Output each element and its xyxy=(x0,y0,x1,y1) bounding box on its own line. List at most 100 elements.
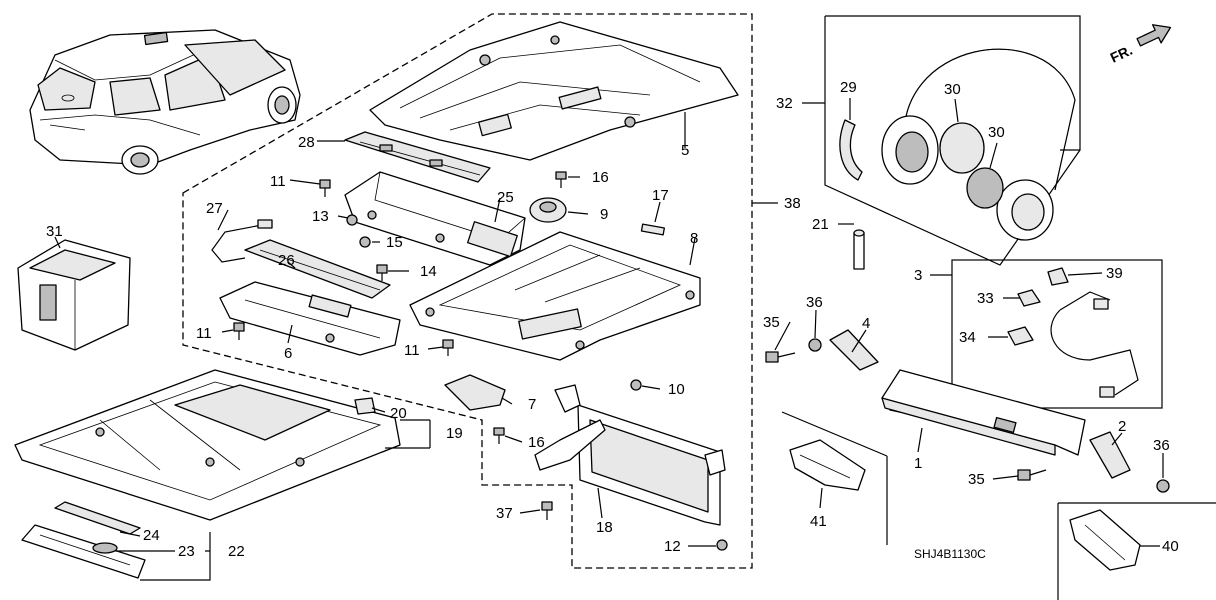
part-27-harness xyxy=(211,219,273,263)
callout-20: 20 xyxy=(390,405,407,422)
callout-3: 3 xyxy=(914,267,922,284)
callout-27: 27 xyxy=(206,200,223,217)
callout-5: 5 xyxy=(681,142,689,159)
callout-19: 19 xyxy=(446,425,463,442)
callout-10: 10 xyxy=(668,381,685,398)
callout-31: 31 xyxy=(46,223,63,240)
part-22-lamp xyxy=(21,524,146,579)
bolt-10 xyxy=(630,379,642,391)
callout-40: 40 xyxy=(1162,538,1179,555)
front-direction-arrow: FR. xyxy=(1108,24,1172,66)
bolt-37 xyxy=(541,501,553,520)
callout-9: 9 xyxy=(600,206,608,223)
callout-38: 38 xyxy=(784,195,801,212)
callout-23: 23 xyxy=(178,543,195,560)
part-1-dvd-player xyxy=(881,369,1086,456)
cable-box-3 xyxy=(951,259,1163,409)
leader-lines xyxy=(54,98,1164,581)
part-30-ear-pad xyxy=(966,167,1004,209)
part-29-cover xyxy=(839,119,863,181)
callout-12: 12 xyxy=(664,538,681,555)
bolt-11-b xyxy=(233,322,245,340)
callout-13: 13 xyxy=(312,208,329,225)
bolt-35-b xyxy=(1017,469,1047,481)
part-17-clip xyxy=(640,223,666,236)
part-41-bracket xyxy=(789,439,866,491)
part-19-console-housing xyxy=(14,369,401,521)
bolt-35-a xyxy=(765,351,796,363)
bolt-14 xyxy=(376,264,388,281)
callout-36-b: 36 xyxy=(1153,437,1170,454)
callout-25: 25 xyxy=(497,189,514,206)
callout-2: 2 xyxy=(1118,418,1126,435)
part-2-bracket xyxy=(1089,431,1131,479)
callout-1: 1 xyxy=(914,455,922,472)
part-4-bracket xyxy=(829,329,879,371)
part-9-motor xyxy=(529,197,567,223)
part-26-light-strip xyxy=(244,239,391,299)
part-5-roof-panel xyxy=(369,21,739,161)
bracket-box-40 xyxy=(1057,502,1216,600)
callout-35-a: 35 xyxy=(763,314,780,331)
callout-30-b: 30 xyxy=(988,124,1005,141)
callout-14: 14 xyxy=(420,263,437,280)
callout-11-b: 11 xyxy=(196,325,212,342)
bolt-36-b xyxy=(1156,479,1170,493)
callout-22: 22 xyxy=(228,543,245,560)
assembly-outline-38 xyxy=(182,13,778,569)
separator-line xyxy=(781,411,888,457)
callout-16-a: 16 xyxy=(592,169,609,186)
part-7-bracket xyxy=(444,374,506,411)
part-8-main-frame xyxy=(409,231,701,361)
callout-36-a: 36 xyxy=(806,294,823,311)
part-30-ear-cushion xyxy=(939,122,985,174)
diagram-code: SHJ4B1130C xyxy=(914,547,986,561)
callout-29: 29 xyxy=(840,79,857,96)
part-24-trim-strip xyxy=(54,501,141,535)
callout-11-c: 11 xyxy=(404,342,420,359)
part-39-clip xyxy=(1047,267,1069,286)
callout-34: 34 xyxy=(959,329,976,346)
bolt-12 xyxy=(716,539,728,551)
part-6-console-frame xyxy=(219,281,401,356)
callout-8: 8 xyxy=(690,230,698,247)
callout-labels: 1 2 3 4 5 6 7 8 9 10 11 11 11 12 13 14 1… xyxy=(46,79,1179,560)
callout-35-b: 35 xyxy=(968,471,985,488)
callout-33: 33 xyxy=(977,290,994,307)
part-28-bracket xyxy=(344,131,491,183)
callout-41: 41 xyxy=(810,513,827,530)
bolt-16-b xyxy=(493,427,505,444)
callout-26: 26 xyxy=(278,252,295,269)
callout-39: 39 xyxy=(1106,265,1123,282)
callout-17: 17 xyxy=(652,187,669,204)
vehicle-illustration xyxy=(29,29,301,175)
bolt-16-a xyxy=(555,171,567,188)
part-31-storage-box xyxy=(17,239,131,351)
bolt-11-c xyxy=(442,339,454,356)
part-21-pin xyxy=(853,229,865,270)
cable-assembly xyxy=(1007,267,1139,398)
part-20-clip xyxy=(354,397,376,415)
part-32-headphones xyxy=(839,48,1076,241)
callout-30-a: 30 xyxy=(944,81,961,98)
bolt-36-a xyxy=(808,338,822,352)
bolt-13 xyxy=(346,214,358,226)
callout-15: 15 xyxy=(386,234,403,251)
part-34-clip xyxy=(1007,326,1034,346)
fasteners xyxy=(233,171,1170,551)
front-direction-label: FR. xyxy=(1108,42,1135,66)
callout-24: 24 xyxy=(143,527,160,544)
bolt-11-a xyxy=(319,179,331,197)
part-40-bracket xyxy=(1069,509,1141,571)
callout-16-b: 16 xyxy=(528,434,545,451)
callout-18: 18 xyxy=(596,519,613,536)
part-25-control-unit xyxy=(344,171,526,266)
callout-28: 28 xyxy=(298,134,315,151)
callout-6: 6 xyxy=(284,345,292,362)
callout-32: 32 xyxy=(776,95,793,112)
callout-11-a: 11 xyxy=(270,173,286,190)
part-33-clip xyxy=(1017,289,1041,307)
callout-7: 7 xyxy=(528,396,536,413)
callout-21: 21 xyxy=(812,216,829,233)
